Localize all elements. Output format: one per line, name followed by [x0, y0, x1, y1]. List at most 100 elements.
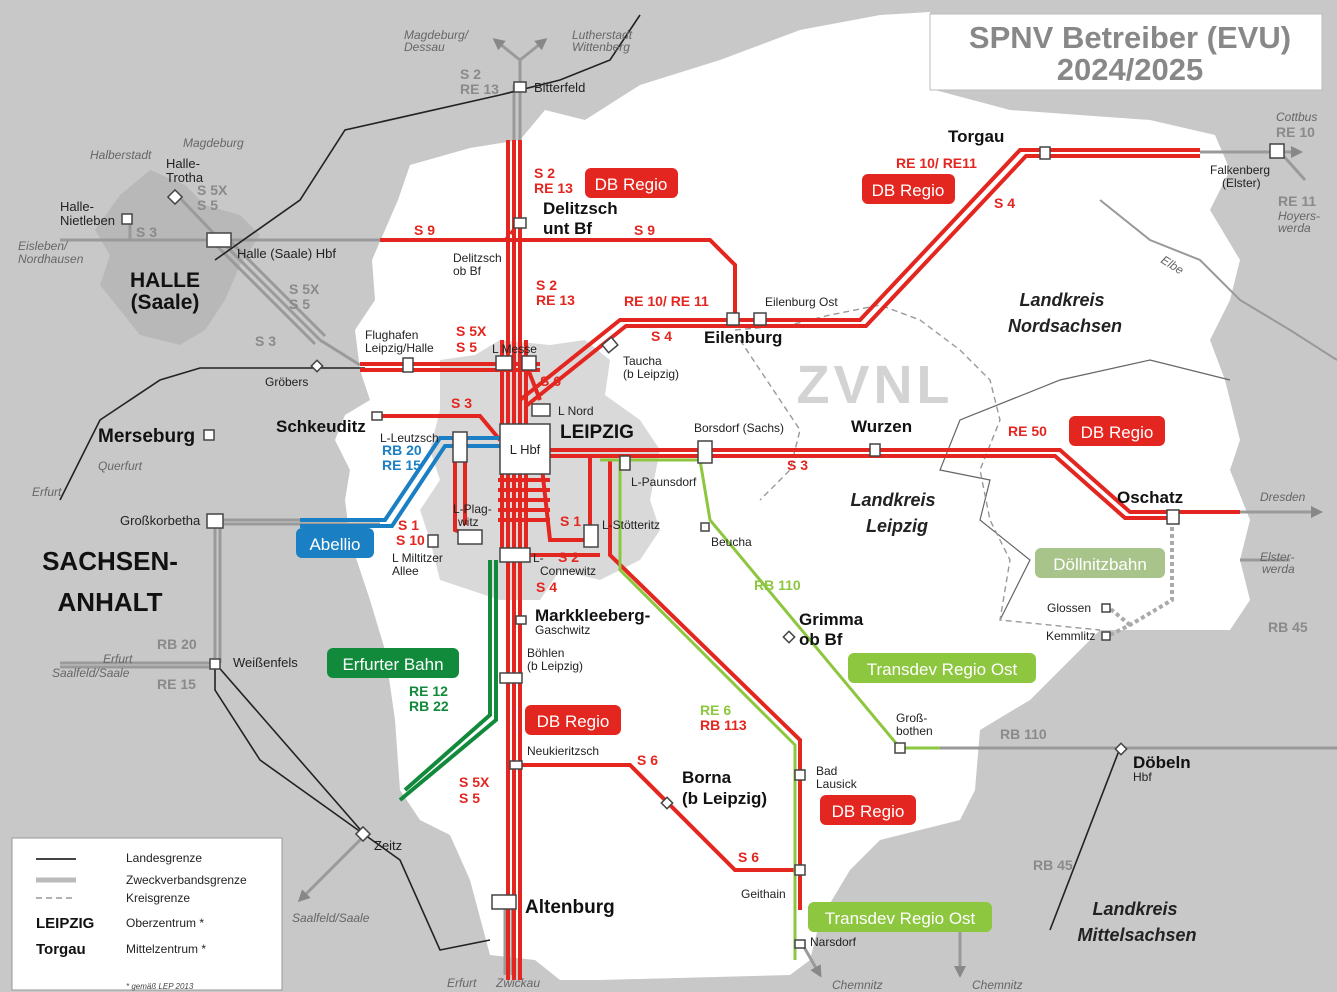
badge-db-regio-bad-lausick [820, 795, 916, 825]
station-borsdorf: Borsdorf (Sachs) [694, 421, 784, 435]
badge-doellnitzbahn-text: Döllnitzbahn [1053, 555, 1147, 574]
line-s5-halle-a: S 5 [289, 296, 310, 312]
line-s10: S 10 [396, 532, 425, 548]
line-re10-re11-torgau: RE 10/ RE11 [896, 155, 977, 171]
line-s1-b: S 1 [560, 513, 581, 529]
station-taucha-2: (b Leipzig) [623, 367, 679, 381]
dest-zwickau: Zwickau [495, 976, 540, 990]
station-neukieritzsch: Neukieritzsch [527, 744, 599, 758]
dest-magdeburg: Magdeburg [183, 136, 244, 150]
region-leipzig-1: Landkreis [850, 490, 935, 510]
legend: Landesgrenze Zweckverbandsgrenze Kreisgr… [11, 837, 283, 991]
badge-doellnitzbahn [1035, 548, 1165, 578]
region-mittelsachsen-1: Landkreis [1092, 899, 1177, 919]
city-doebeln: Döbeln [1133, 753, 1191, 772]
badge-db-regio-torgau-text: DB Regio [872, 181, 945, 200]
station-delitzsch-ob-2: ob Bf [453, 264, 482, 278]
line-re15-west: RE 15 [157, 676, 196, 692]
badge-db-regio-torgau [862, 174, 955, 204]
station-flughafen-1: Flughafen [365, 328, 418, 342]
station-falkenberg-1: Falkenberg [1210, 163, 1270, 177]
line-rb110-grimma: RB 110 [754, 577, 801, 593]
station-groebers: Gröbers [265, 375, 308, 389]
badge-abellio [296, 528, 374, 558]
station-l-miltitzer-2: Allee [392, 564, 419, 578]
operator-badges: DB Regio DB Regio DB Regio DB Regio DB R… [296, 168, 1165, 932]
line-rb20-leutzsch: RB 20 [382, 442, 422, 458]
station-beucha: Beucha [711, 535, 752, 549]
line-rb110-doebeln: RB 110 [1000, 726, 1047, 742]
dest-eisleben-2: Nordhausen [18, 252, 84, 266]
city-torgau: Torgau [948, 127, 1004, 146]
station-bitterfeld: Bitterfeld [534, 80, 585, 95]
elbe-river [1099, 199, 1337, 361]
title-line1: SPNV Betreiber (EVU) [969, 20, 1291, 55]
line-rb45-south: RB 45 [1033, 857, 1073, 873]
halle-area [95, 170, 260, 345]
line-s4-connewitz: S 4 [536, 579, 557, 595]
station-halle-trotha-2: Trotha [166, 170, 204, 185]
line-s5-south: S 5 [459, 790, 480, 806]
station-flughafen-2: Leipzig/Halle [365, 341, 434, 355]
badge-db-regio-delitzsch-text: DB Regio [595, 175, 668, 194]
line-s5-flughafen: S 5 [456, 339, 477, 355]
badge-erfurter-bahn-text: Erfurter Bahn [342, 655, 443, 674]
city-l-hbf: L Hbf [510, 442, 541, 457]
city-wurzen: Wurzen [851, 417, 912, 436]
badge-transdev-narsdorf-text: Transdev Regio Ost [825, 909, 976, 928]
line-s4-torgau: S 4 [994, 195, 1015, 211]
city-markkleeberg: Markkleeberg- [535, 606, 650, 625]
dest-hoyerswerda-1: Hoyers- [1278, 209, 1320, 223]
line-s2-middle: S 2 [536, 277, 557, 293]
legend-box [11, 837, 283, 991]
station-grosskorbetha: Großkorbetha [120, 513, 201, 528]
legend-mittel-key: Torgau [36, 941, 86, 958]
line-s6-geithain: S 6 [738, 849, 759, 865]
station-geithain: Geithain [741, 887, 786, 901]
dest-cottbus: Cottbus [1276, 110, 1317, 124]
legend-kreisgrenze: Kreisgrenze [126, 891, 190, 905]
city-grimma-2: ob Bf [799, 630, 843, 649]
dest-querfurt: Querfurt [98, 459, 143, 473]
line-rb45-east: RB 45 [1268, 619, 1308, 635]
mittelsachsen-border [939, 359, 1231, 621]
station-l-plagwitz-1: L-Plag- [453, 502, 492, 516]
dest-magdeburg-dessau-2: Dessau [404, 40, 445, 54]
city-oschatz: Oschatz [1117, 488, 1183, 507]
station-bad-lausick-2: Lausick [816, 777, 858, 791]
line-s6-north: S 6 [540, 373, 561, 389]
badge-db-regio-south [525, 705, 621, 735]
zvnl-label: ZVNL [797, 355, 954, 415]
line-s9-east: S 9 [634, 222, 655, 238]
station-halle-trotha-1: Halle- [166, 156, 200, 171]
legend-landesgrenze: Landesgrenze [126, 851, 202, 865]
db-regio-lines [360, 140, 1240, 980]
grey-lines [60, 38, 1337, 978]
line-s2-connewitz: S 2 [558, 549, 579, 565]
zvnl-area [335, 12, 1250, 980]
station-kemmlitz: Kemmlitz [1046, 629, 1095, 643]
dest-erfurt-s: Erfurt [447, 976, 477, 990]
station-gaschwitz: Gaschwitz [535, 623, 590, 637]
station-l-nord: L Nord [558, 404, 594, 418]
station-boehlen-2: (b Leipzig) [527, 659, 583, 673]
line-re10-cottbus: RE 10 [1276, 124, 1315, 140]
sachsen-anhalt-label-2: ANHALT [58, 587, 163, 617]
city-altenburg: Altenburg [525, 897, 615, 918]
dest-dresden: Dresden [1260, 490, 1306, 504]
line-re10-re11-eilenburg: RE 10/ RE 11 [624, 293, 709, 309]
station-doebeln-hbf: Hbf [1133, 770, 1152, 784]
badge-transdev-grimma-text: Transdev Regio Ost [867, 660, 1018, 679]
badge-transdev-grimma [848, 653, 1036, 683]
station-falkenberg-2: (Elster) [1222, 176, 1261, 190]
line-re15-leutzsch: RE 15 [382, 457, 421, 473]
region-leipzig-2: Leipzig [866, 516, 928, 536]
line-s5x-south: S 5X [459, 774, 490, 790]
station-l-paunsdorf: L-Paunsdorf [631, 475, 697, 489]
legend-zweckverbandsgrenze: Zweckverbandsgrenze [126, 873, 247, 887]
station-zeitz: Zeitz [374, 838, 402, 853]
dest-eisleben-1: Eisleben/ [18, 239, 69, 253]
legend-footnote: * gemäß LEP 2013 [126, 982, 194, 991]
station-glossen: Glossen [1047, 601, 1091, 615]
